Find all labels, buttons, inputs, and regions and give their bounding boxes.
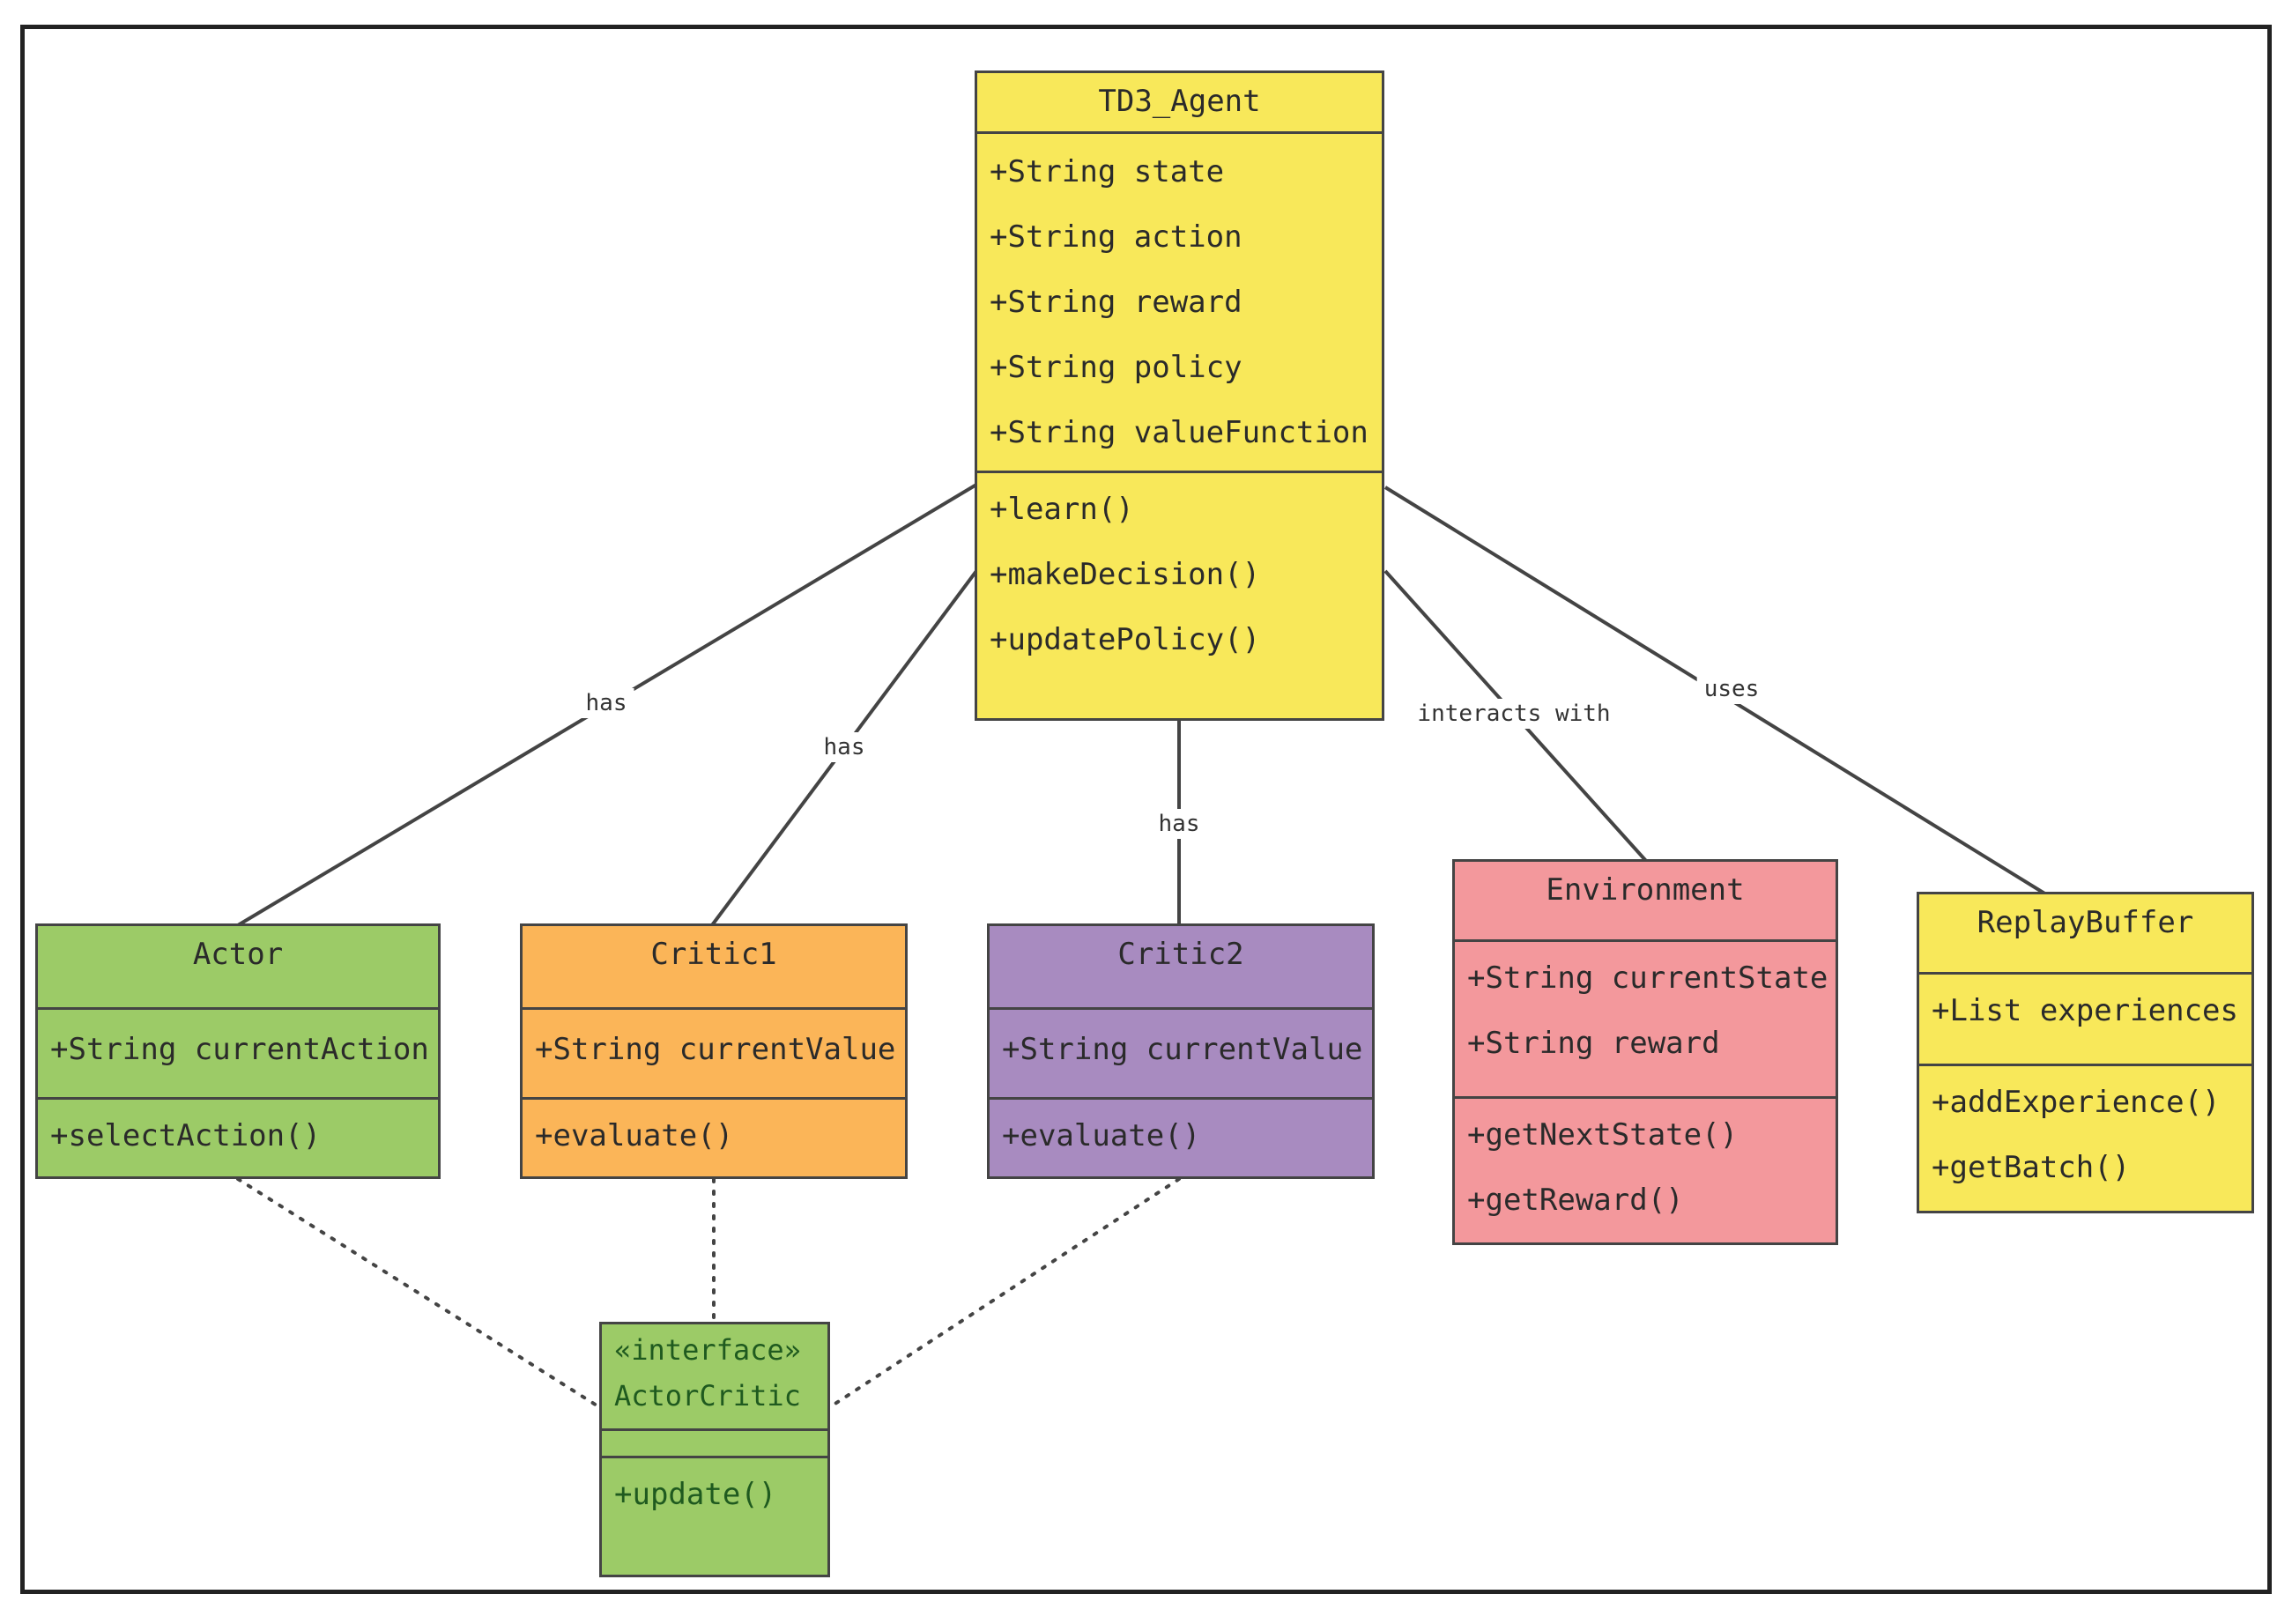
class-critic2[interactable]: Critic2 +String currentValue +evaluate() [987,923,1375,1179]
method: +updatePolicy() [990,622,1261,657]
attributes-section [602,1428,827,1456]
relation-label-replaybuffer: uses [1696,674,1767,704]
attribute: +String currentAction [50,1032,429,1067]
attributes-section: +String currentState +String reward [1455,939,1836,1096]
class-name: Environment [1546,872,1745,908]
method: +getNextState() [1467,1117,1739,1153]
class-name: TD3_Agent [1098,84,1261,119]
attribute: +String currentValue [535,1032,896,1067]
methods-section: +evaluate() [523,1097,905,1175]
methods-section: +getNextState() +getReward() [1455,1096,1836,1240]
methods-section: +learn() +makeDecision() +updatePolicy() [977,471,1382,679]
method: +makeDecision() [990,557,1261,592]
attributes-section: +String currentValue [990,1007,1372,1097]
realization-actor-interface [236,1177,603,1410]
attribute: +String reward [990,285,1242,320]
class-td3-agent[interactable]: TD3_Agent +String state +String action +… [975,70,1384,721]
attribute: +String valueFunction [990,415,1369,450]
methods-section: +evaluate() [990,1097,1372,1175]
method: +update() [614,1477,777,1512]
attribute: +String currentState [1467,960,1828,996]
class-critic1[interactable]: Critic1 +String currentValue +evaluate() [520,923,908,1179]
attribute: +String action [990,219,1242,255]
relation-label-critic2: has [1151,809,1207,839]
class-name: Critic2 [1117,937,1244,972]
method: +getReward() [1467,1183,1684,1218]
relation-label-actor: has [578,688,634,718]
method: +evaluate() [1002,1118,1201,1153]
class-replay-buffer[interactable]: ReplayBuffer +List experiences +addExper… [1917,892,2254,1213]
attributes-section: +List experiences [1919,972,2251,1064]
class-actor[interactable]: Actor +String currentAction +selectActio… [35,923,441,1179]
attribute: +String currentValue [1002,1032,1363,1067]
method: +evaluate() [535,1118,734,1153]
class-name: ReplayBuffer [1977,905,2194,940]
method: +selectAction() [50,1118,322,1153]
class-name: Actor [192,937,284,972]
attribute: +List experiences [1932,993,2238,1028]
method: +learn() [990,492,1134,527]
interface-actor-critic[interactable]: «interface» ActorCritic +update() [599,1322,830,1577]
attributes-section: +String state +String action +String rew… [977,131,1382,471]
attributes-section: +String currentAction [38,1007,438,1097]
attribute: +String policy [990,350,1242,385]
attribute: +String reward [1467,1026,1720,1061]
methods-section: +addExperience() +getBatch() [1919,1064,2251,1207]
method: +getBatch() [1932,1150,2131,1185]
class-environment[interactable]: Environment +String currentState +String… [1452,859,1838,1245]
class-name: Critic1 [650,937,777,972]
relation-label-critic1: has [816,732,872,762]
methods-section: +selectAction() [38,1097,438,1175]
attribute: +String state [990,154,1225,189]
interface-stereotype: «interface» [614,1333,801,1367]
relation-label-environment: interacts with [1410,699,1618,729]
class-name: ActorCritic [614,1379,801,1413]
realization-critic2-interface [827,1177,1181,1410]
attributes-section: +String currentValue [523,1007,905,1097]
methods-section: +update() [602,1456,827,1534]
method: +addExperience() [1932,1085,2221,1120]
